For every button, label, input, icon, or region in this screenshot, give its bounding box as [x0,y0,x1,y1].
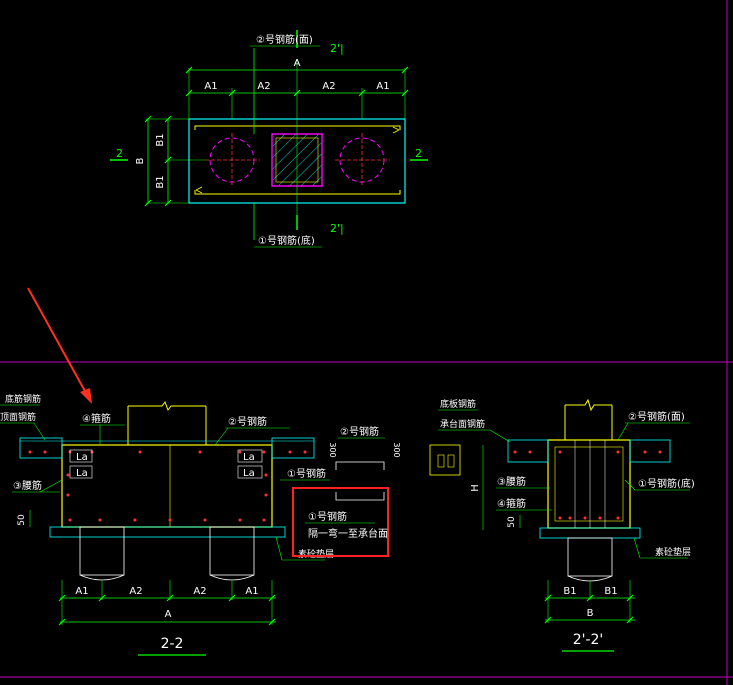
plan-view: A A1 A2 A2 A1 B B1 B1 2 2 2'| 2'| ②号钢筋(面… [110,30,428,248]
cut-mark-left: 2 [116,147,123,160]
section-mark-top: 2'| [330,42,344,55]
label-top-rebar: 顶面钢筋 [0,411,36,423]
section-title-2-2: 2-2 [161,636,184,652]
highlight-box[interactable] [292,487,389,557]
bottom-dim-a2-right: A2 [193,586,206,597]
callout-waist-bar-2: ③腰筋 [497,475,526,488]
rebar-dots [28,450,307,522]
bottom-dim-b1-right: B1 [604,586,617,597]
bottom-dim-a1-left: A1 [75,586,88,597]
bottom-dim-a1-right: A1 [245,586,258,597]
dim-a1-right: A1 [376,81,389,92]
callout-rebar-2: ②号钢筋 [228,415,267,428]
highlight-text-1: ①号钢筋 [308,510,347,523]
cap-body [61,444,273,528]
dim-h: H [470,484,481,492]
detail-callout: ②号钢筋 [340,425,379,438]
dim-a2-left: A2 [257,81,270,92]
dim-b1-bottom: B1 [155,175,166,188]
label-bottom-rebar: 底筋钢筋 [5,393,41,405]
section-2p-2p: H 50 底板钢筋 承台面钢筋 ②号钢筋(面) ③腰筋 ④箍筋 ①号钢筋(底) … [429,398,695,652]
callout-rebar-1-bottom: ①号钢筋(底) [638,477,695,490]
bottom-dim-b1-left: B1 [563,586,576,597]
pile-right-section [209,526,255,576]
plan-callout-top: ②号钢筋(面) [256,33,313,46]
section-title-2p-2p: 2'-2' [573,632,604,648]
cushion-layer [49,526,286,538]
label-cushion-2: 素砼垫层 [655,546,691,558]
la-label-2: La [76,468,88,479]
dim-50-left: 50 [17,514,27,526]
dim-overall-a: A [294,58,301,69]
bottom-dim-b: B [587,608,594,619]
callout-rebar-2-top: ②号钢筋(面) [628,410,685,423]
bottom-dim-a: A [165,609,172,620]
callout-stirrup: ④箍筋 [82,412,111,425]
bottom-dim-a2-left: A2 [129,586,142,597]
dim-b: B [135,157,146,164]
dim-a2-right: A2 [322,81,335,92]
la-label-4: La [243,468,255,479]
callout-waist-bar: ③腰筋 [13,479,42,492]
dim-b1-top: B1 [155,133,166,146]
la-label-1: La [76,452,88,463]
annotation-arrow [27,287,92,404]
cut-mark-right: 2 [415,147,422,160]
section-mark-bottom: 2'| [330,222,344,235]
label-cap-top-rebar: 承台面钢筋 [440,418,485,430]
highlight-text-2: 隔一弯一至承台面 [308,527,388,540]
plan-callout-bottom: ①号钢筋(底) [258,234,315,247]
pile-left-section [79,526,125,576]
label-base-rebar: 底板钢筋 [440,398,476,410]
dim-50-right: 50 [507,516,517,528]
label-cushion: 素砼垫层 [298,548,334,560]
detail-dim-right: 300 [392,442,401,457]
section-2-2: La La La La 底筋钢筋 顶面钢筋 ④箍筋 ②号钢筋 ③腰筋 ①号钢筋 … [0,393,401,656]
detail-dim-left: 300 [328,442,337,457]
dim-a1-left: A1 [204,81,217,92]
callout-stirrup-2: ④箍筋 [497,497,526,510]
callout-rebar-1: ①号钢筋 [287,467,326,480]
la-label-3: La [243,452,255,463]
